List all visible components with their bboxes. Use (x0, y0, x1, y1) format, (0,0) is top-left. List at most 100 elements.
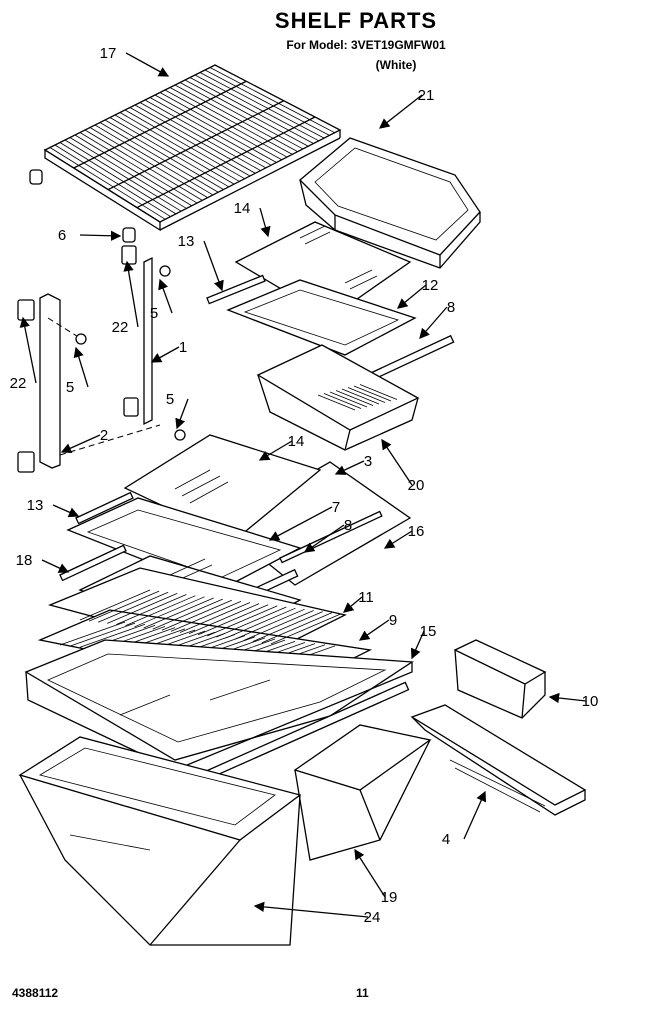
page-title: SHELF PARTS (274, 8, 438, 33)
grille-slat (152, 598, 223, 630)
leader-line (73, 346, 89, 388)
crisper-track (410, 704, 587, 816)
leader-line (253, 901, 369, 918)
grille-slat (59, 621, 126, 646)
wire-rod (139, 102, 261, 171)
leader-line (303, 524, 345, 553)
dairy-bin (453, 639, 547, 719)
wire-crossbar (73, 80, 247, 169)
grille-slat (98, 591, 169, 623)
crisper-bin-small (299, 137, 481, 269)
crisper-drawer-large (18, 736, 302, 946)
callout-number: 12 (422, 277, 439, 294)
grille-slat (125, 595, 196, 627)
callout-number: 13 (178, 233, 195, 250)
wire-rod (84, 129, 203, 201)
callout-number: 22 (10, 375, 27, 392)
wire-rod (184, 79, 309, 147)
wire-rod (204, 69, 330, 136)
wire-rod (64, 139, 182, 212)
wire-rod (89, 127, 208, 198)
grille-slat (270, 613, 342, 645)
leader-line (60, 434, 101, 454)
leader-line (123, 260, 139, 328)
wire-rod (194, 74, 320, 142)
grille-slat (116, 594, 187, 625)
wire-rod (149, 97, 272, 166)
grille-slat (69, 622, 136, 647)
wire-rod (99, 122, 219, 193)
grille-slat (88, 590, 160, 622)
wire-rod (119, 112, 240, 182)
leader-line (41, 559, 70, 573)
drawer-rib (329, 391, 368, 408)
wire-shelf-top (43, 64, 342, 232)
crisper-frame (24, 639, 414, 789)
meat-drawer (256, 344, 420, 451)
callout-number: 3 (364, 453, 372, 470)
leader-line (19, 316, 37, 384)
grille-slat (179, 602, 251, 633)
leader-line (354, 848, 386, 898)
wire-rod (124, 109, 245, 180)
document-number: 4388112 (12, 986, 59, 1000)
shelf-support-rails (17, 245, 186, 473)
leader-line (548, 692, 587, 704)
callout-number: 11 (358, 589, 374, 606)
wire-rod (169, 87, 293, 155)
grille-slat (216, 606, 287, 638)
wire-rod (114, 114, 235, 185)
wire-rod (104, 119, 224, 190)
wire-rod (54, 144, 171, 217)
callout-number: 24 (364, 909, 381, 926)
callout-number: 10 (582, 693, 599, 710)
leader-line (419, 306, 448, 339)
wire-rod (59, 142, 177, 215)
callout-number: 7 (332, 499, 340, 516)
leader-line (259, 207, 271, 238)
drawer-rib (359, 384, 398, 400)
grille-slat (261, 612, 332, 644)
leader-line (175, 398, 189, 430)
wire-rod (109, 117, 230, 188)
grille-slat (134, 596, 205, 628)
grille-slat (79, 589, 151, 621)
callout-number: 19 (381, 889, 398, 906)
wire-rod (154, 94, 277, 163)
callout-number: 1 (179, 339, 187, 356)
leader-line (79, 230, 122, 241)
wire-crossbar (107, 100, 285, 191)
wire-crossbar (136, 116, 316, 209)
callout-number: 8 (344, 517, 352, 534)
grille-slat (198, 604, 269, 636)
callout-number: 17 (100, 45, 117, 62)
wire-rod (209, 67, 335, 134)
leader-line (150, 346, 180, 363)
drawer-rib (323, 393, 362, 409)
callout-number: 13 (27, 497, 44, 514)
grille-slat (225, 607, 296, 639)
wire-rod (179, 82, 304, 150)
color-line: (White) (375, 58, 417, 72)
leader-line (463, 790, 487, 840)
callout-number: 6 (58, 227, 66, 244)
wire-rod (174, 84, 298, 152)
grille-slat (243, 610, 314, 641)
drawer-rib (353, 385, 392, 402)
model-line: For Model: 3VET19GMFW01 (286, 38, 446, 52)
grille-slat (207, 605, 278, 637)
wire-rod (189, 77, 314, 144)
leader-line (396, 284, 427, 309)
leader-line (258, 440, 293, 461)
wire-rod (94, 124, 214, 196)
callout-number: 8 (447, 299, 455, 316)
leader-line (203, 240, 224, 292)
leader-line (268, 506, 333, 541)
drawer-rib (317, 394, 356, 411)
callout-number: 5 (150, 305, 158, 322)
wire-rod (144, 99, 267, 169)
wire-rod (79, 132, 198, 204)
grille-slat (234, 608, 305, 640)
callout-number: 16 (408, 523, 425, 540)
leader-line (158, 278, 173, 314)
